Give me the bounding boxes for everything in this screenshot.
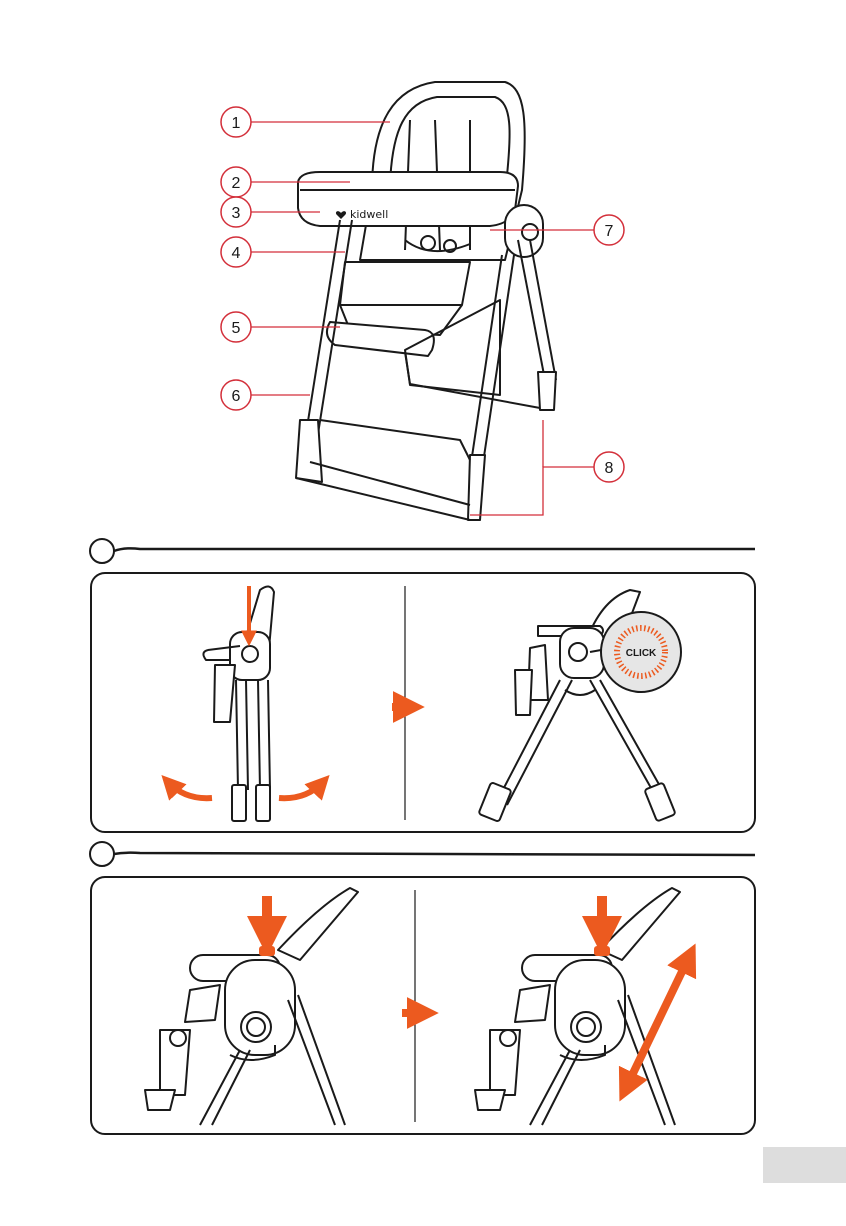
svg-text:4: 4 [232,245,241,262]
recline-button [594,946,610,956]
page-number-box [763,1147,846,1183]
svg-text:3: 3 [232,205,241,222]
svg-text:7: 7 [605,223,614,240]
callout-1: 1 [221,107,251,137]
step-1-header [90,539,755,563]
click-label: CLICK [626,648,657,659]
callout-3: 3 [221,197,251,227]
callout-5: 5 [221,312,251,342]
step-2-header [90,842,755,866]
callout-8: 8 [594,452,624,482]
high-chair-illustration: kidwell [296,82,556,520]
recline-button [259,946,275,956]
svg-text:2: 2 [232,175,241,192]
svg-text:6: 6 [232,388,241,405]
svg-text:5: 5 [232,320,241,337]
brand-name: kidwell [350,208,388,221]
svg-text:8: 8 [605,460,614,477]
svg-text:1: 1 [232,115,241,132]
callout-2: 2 [221,167,251,197]
callout-4: 4 [221,237,251,267]
callout-6: 6 [221,380,251,410]
callout-7: 7 [594,215,624,245]
